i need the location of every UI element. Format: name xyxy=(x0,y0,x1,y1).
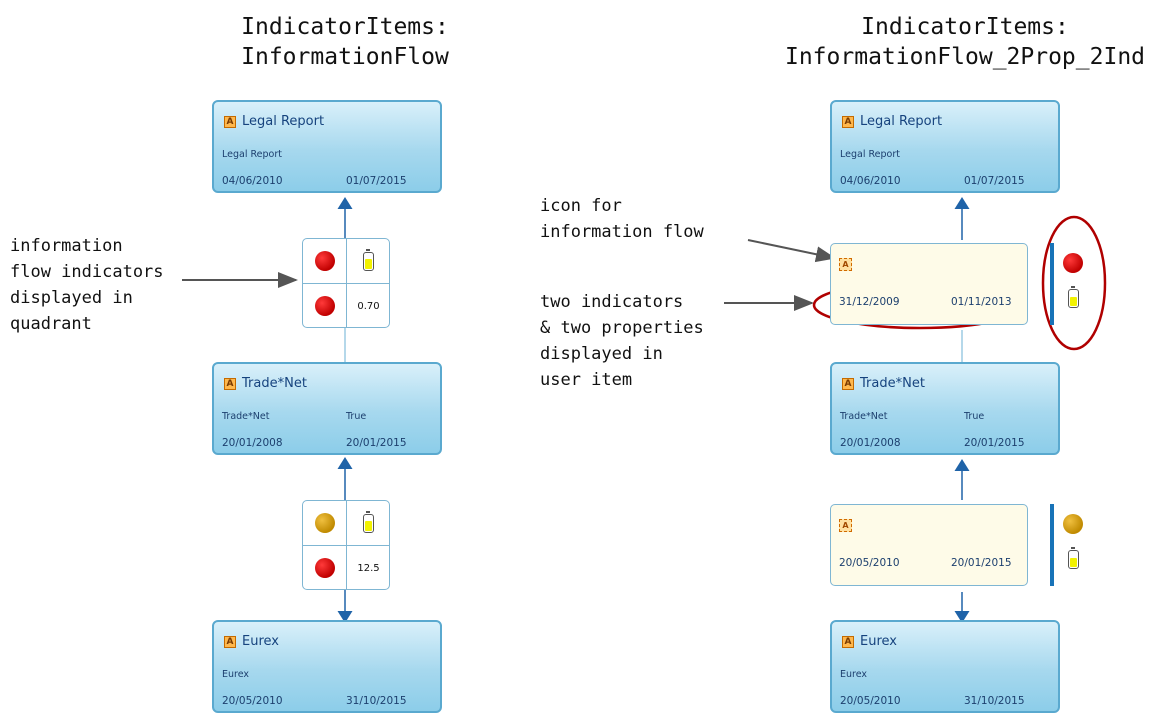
node-trade-net[interactable]: A Trade*Net Trade*Net True 20/01/2008 20/… xyxy=(212,362,442,455)
node-property: Trade*Net xyxy=(840,411,888,422)
item-icon: A xyxy=(224,635,236,648)
node-eurex[interactable]: A Eurex Eurex 20/05/2010 31/10/2015 xyxy=(830,620,1060,713)
indicator-quadrant[interactable]: 12.5 xyxy=(302,500,390,590)
annotation-line: information flow xyxy=(540,222,704,242)
flow-indicators xyxy=(1063,514,1083,569)
node-start-date: 20/01/2008 xyxy=(222,437,283,449)
node-start-date: 20/05/2010 xyxy=(222,695,283,707)
flow-end-date: 20/01/2015 xyxy=(951,557,1012,569)
information-flow-icon: A xyxy=(839,258,852,271)
node-start-date: 20/05/2010 xyxy=(840,695,901,707)
amber-status-indicator xyxy=(1063,514,1083,534)
annotation-line: & two properties xyxy=(540,318,704,338)
node-property-2: True xyxy=(964,411,985,422)
node-property: Legal Report xyxy=(222,149,282,160)
node-start-date: 04/06/2010 xyxy=(840,175,901,187)
node-end-date: 01/07/2015 xyxy=(964,175,1025,187)
indicator-value: 0.70 xyxy=(357,300,380,312)
node-legal-report[interactable]: A Legal Report Legal Report 04/06/2010 01… xyxy=(212,100,442,193)
right-heading: IndicatorItems: InformationFlow_2Prop_2I… xyxy=(770,12,1160,72)
right-heading-line1: IndicatorItems: xyxy=(861,14,1069,40)
flow-indicators xyxy=(1063,253,1083,308)
item-icon: A xyxy=(224,377,236,390)
left-heading: IndicatorItems: InformationFlow xyxy=(210,12,480,72)
node-start-date: 20/01/2008 xyxy=(840,437,901,449)
node-property: Eurex xyxy=(840,669,868,680)
node-start-date: 04/06/2010 xyxy=(222,175,283,187)
information-flow-icon: A xyxy=(839,519,852,532)
node-trade-net[interactable]: A Trade*Net Trade*Net True 20/01/2008 20/… xyxy=(830,362,1060,455)
node-property: Legal Report xyxy=(840,149,900,160)
battery-indicator-icon xyxy=(1067,286,1079,308)
flow-end-date: 01/11/2013 xyxy=(951,296,1012,308)
annotation-line: displayed in xyxy=(10,288,133,308)
flow-indicator-divider xyxy=(1050,243,1054,325)
annotation-line: quadrant xyxy=(10,314,92,334)
right-heading-line2: InformationFlow_2Prop_2Ind xyxy=(784,44,1146,70)
annotation-arrow xyxy=(747,239,836,263)
annotation-line: displayed in xyxy=(540,344,663,364)
battery-indicator-icon xyxy=(363,248,374,271)
node-title: Legal Report xyxy=(860,114,943,129)
left-heading-line1: IndicatorItems: xyxy=(241,14,449,40)
red-status-indicator xyxy=(314,251,335,271)
node-title: Trade*Net xyxy=(242,376,307,391)
battery-indicator-icon xyxy=(1067,547,1079,569)
node-title: Eurex xyxy=(860,634,897,649)
item-icon: A xyxy=(224,115,236,128)
annotation-line: user item xyxy=(540,370,633,390)
red-status-indicator xyxy=(314,296,335,316)
item-icon: A xyxy=(842,377,854,390)
node-property: Eurex xyxy=(222,669,250,680)
red-status-indicator xyxy=(1063,253,1083,273)
amber-status-indicator xyxy=(314,513,335,533)
node-title: Eurex xyxy=(242,634,279,649)
node-legal-report[interactable]: A Legal Report Legal Report 04/06/2010 01… xyxy=(830,100,1060,193)
item-icon: A xyxy=(842,115,854,128)
annotation-user-item: two indicators & two properties displaye… xyxy=(540,289,704,393)
information-flow-item[interactable]: A 20/05/2010 20/01/2015 xyxy=(830,504,1028,586)
flow-start-date: 20/05/2010 xyxy=(839,557,900,569)
node-end-date: 20/01/2015 xyxy=(964,437,1025,449)
node-end-date: 20/01/2015 xyxy=(346,437,407,449)
indicator-quadrant[interactable]: 0.70 xyxy=(302,238,390,328)
node-property: Trade*Net xyxy=(222,411,270,422)
node-title: Trade*Net xyxy=(860,376,925,391)
battery-indicator-icon xyxy=(363,510,374,533)
annotation-line: flow indicators xyxy=(10,262,164,282)
node-eurex[interactable]: A Eurex Eurex 20/05/2010 31/10/2015 xyxy=(212,620,442,713)
callout-ellipse-indicators xyxy=(1041,215,1107,351)
annotation-line: icon for xyxy=(540,196,622,216)
indicator-value: 12.5 xyxy=(357,562,380,574)
node-title: Legal Report xyxy=(242,114,325,129)
annotation-flow-icon: icon for information flow xyxy=(540,193,704,245)
node-property-2: True xyxy=(346,411,367,422)
flow-indicator-divider xyxy=(1050,504,1054,586)
annotation-quadrant: information flow indicators displayed in… xyxy=(10,233,164,337)
node-end-date: 01/07/2015 xyxy=(346,175,407,187)
node-end-date: 31/10/2015 xyxy=(346,695,407,707)
information-flow-item[interactable]: A 31/12/2009 01/11/2013 xyxy=(830,243,1028,325)
flow-start-date: 31/12/2009 xyxy=(839,296,900,308)
red-status-indicator xyxy=(314,558,335,578)
item-icon: A xyxy=(842,635,854,648)
annotation-line: information xyxy=(10,236,123,256)
left-heading-line2: InformationFlow xyxy=(241,44,449,70)
node-end-date: 31/10/2015 xyxy=(964,695,1025,707)
annotation-line: two indicators xyxy=(540,292,684,312)
